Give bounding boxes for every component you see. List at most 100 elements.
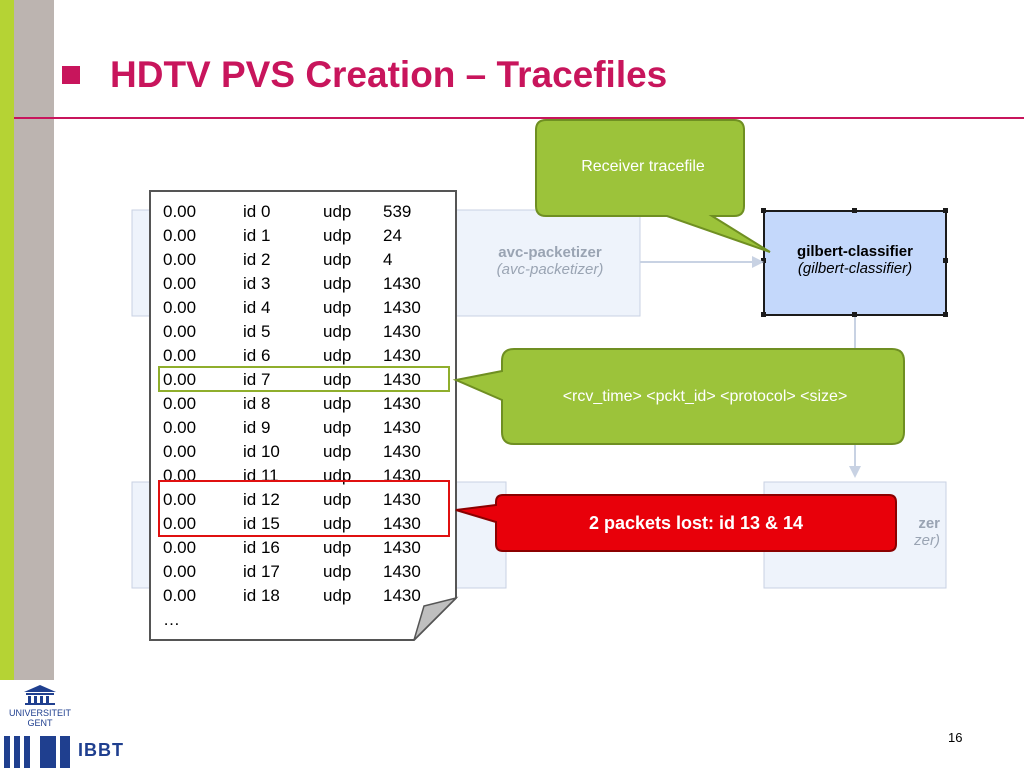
ugent-logo: UNIVERSITEIT GENT [4,684,76,728]
trace-size: 1430 [383,394,421,413]
arrowhead-gilbert [752,256,764,268]
trace-time: 0.00 [163,514,197,533]
avc-packetizer-label: avc-packetizer (avc-packetizer) [460,244,640,278]
trace-protocol: udp [323,490,352,509]
trace-time: 0.00 [163,274,197,293]
left-accent-band [0,0,14,680]
trace-id: id 8 [243,394,271,413]
trace-row: 0.00 id 3 udp 1430 [163,272,421,296]
selection-handles [761,208,948,317]
trace-row: 0.00 id 6 udp 1430 [163,344,421,368]
trace-row: 0.00 id 9 udp 1430 [163,416,421,440]
trace-protocol: udp [323,586,352,605]
trace-row: 0.00 id 10 udp 1430 [163,440,421,464]
trace-id: id 7 [243,370,271,389]
trace-id: id 18 [243,586,280,605]
bottom-right-type: zer) [914,532,940,549]
trace-time: 0.00 [163,202,197,221]
trace-time: 0.00 [163,346,197,365]
avc-name: avc-packetizer [498,244,602,261]
bottom-right-name: zer [918,515,940,532]
trace-time: 0.00 [163,370,197,389]
trace-id: id 16 [243,538,280,557]
slide-title: HDTV PVS Creation – Tracefiles [110,54,668,95]
trace-row: 0.00 id 2 udp 4 [163,248,392,272]
trace-time: 0.00 [163,418,197,437]
bottom-right-box-label: zer zer) [880,515,940,549]
trace-id: id 12 [243,490,280,509]
trace-protocol: udp [323,442,352,461]
title-bullet [62,66,80,84]
trace-ellipsis: … [163,610,180,629]
trace-id: id 3 [243,274,271,293]
trace-time: 0.00 [163,442,197,461]
trace-protocol: udp [323,322,352,341]
arrowhead-down [849,466,861,478]
gilbert-name: gilbert-classifier [797,243,913,260]
highlight-rows-lost [158,480,450,537]
callout-receiver-shape [535,119,771,253]
trace-time: 0.00 [163,490,197,509]
trace-size: 1430 [383,586,421,605]
avc-type: (avc-packetizer) [496,261,604,278]
trace-protocol: udp [323,250,352,269]
gilbert-type: (gilbert-classifier) [797,260,913,277]
trace-row: 0.00 id 8 udp 1430 [163,392,421,416]
trace-row: 0.00 id 16 udp 1430 [163,536,421,560]
trace-size: 1430 [383,562,421,581]
trace-row: 0.00 id 17 udp 1430 [163,560,421,584]
trace-size: 4 [383,250,393,269]
trace-time: 0.00 [163,562,197,581]
trace-id: id 17 [243,562,280,581]
trace-protocol: udp [323,298,352,317]
trace-protocol: udp [323,274,352,293]
trace-id: id 10 [243,442,280,461]
trace-protocol: udp [323,202,352,221]
trace-time: 0.00 [163,394,197,413]
trace-id: id 2 [243,250,271,269]
trace-protocol: udp [323,562,352,581]
callout-lost-text: 2 packets lost: id 13 & 14 [588,513,804,533]
title-rule [14,117,1024,119]
trace-time: 0.00 [163,226,197,245]
ibbt-wordmark: IBBT [78,740,124,760]
ugent-line2: GENT [27,718,53,728]
trace-id: id 6 [243,346,271,365]
ugent-building-icon [24,685,56,705]
page-number: 16 [948,730,963,745]
trace-size: 539 [383,202,412,221]
callout-lost-shape [455,494,897,552]
trace-protocol: udp [323,538,352,557]
trace-row: 0.00 id 18 udp 1430 [163,584,421,608]
trace-time: 0.00 [163,538,197,557]
trace-size: 1430 [383,370,421,389]
trace-size: 1430 [383,274,421,293]
callout-receiver-text: Receiver tracefile [581,158,705,175]
trace-protocol: udp [323,226,352,245]
trace-protocol: udp [323,346,352,365]
trace-protocol: udp [323,394,352,413]
trace-size: 1430 [383,490,421,509]
trace-time: 0.00 [163,250,197,269]
trace-size: 1430 [383,442,421,461]
trace-id: id 9 [243,418,271,437]
trace-time: 0.00 [163,586,197,605]
trace-id: id 15 [243,514,280,533]
trace-size: 24 [383,226,402,245]
trace-size: 1430 [383,514,421,533]
trace-time: 0.00 [163,298,197,317]
trace-size: 1430 [383,418,421,437]
trace-size: 1430 [383,538,421,557]
trace-protocol: udp [323,418,352,437]
callout-format-shape [452,348,905,445]
trace-id: id 4 [243,298,271,317]
trace-size: 1430 [383,346,421,365]
